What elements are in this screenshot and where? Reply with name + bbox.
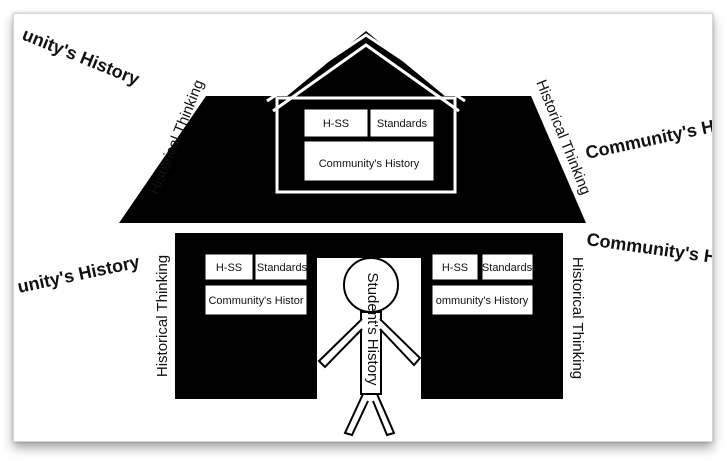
left-hss-label: H-SS: [216, 262, 242, 274]
students-history-label: Student's History: [364, 273, 381, 386]
community-history-right-upper: Community's H: [584, 116, 712, 163]
left-standards-label: Standards: [257, 262, 308, 274]
diagram-card: H-SS Standards Community's History H-SS …: [13, 13, 713, 442]
community-history-left-lower: unity's History: [16, 252, 142, 297]
left-community-label: Community's Histor: [208, 295, 303, 307]
historical-thinking-wall-left: Historical Thinking: [154, 255, 171, 377]
community-history-right-lower: Community's H: [585, 229, 712, 267]
attic-hss-label: H-SS: [323, 118, 349, 130]
community-history-top-left: unity's History: [20, 24, 143, 89]
attic-community-label: Community's History: [319, 158, 420, 170]
right-hss-label: H-SS: [442, 262, 468, 274]
house-diagram: H-SS Standards Community's History H-SS …: [14, 14, 712, 441]
attic-standards-label: Standards: [377, 118, 428, 130]
right-community-label: ommunity's History: [436, 295, 529, 307]
right-standards-label: Standards: [482, 262, 533, 274]
historical-thinking-wall-right: Historical Thinking: [569, 257, 586, 379]
